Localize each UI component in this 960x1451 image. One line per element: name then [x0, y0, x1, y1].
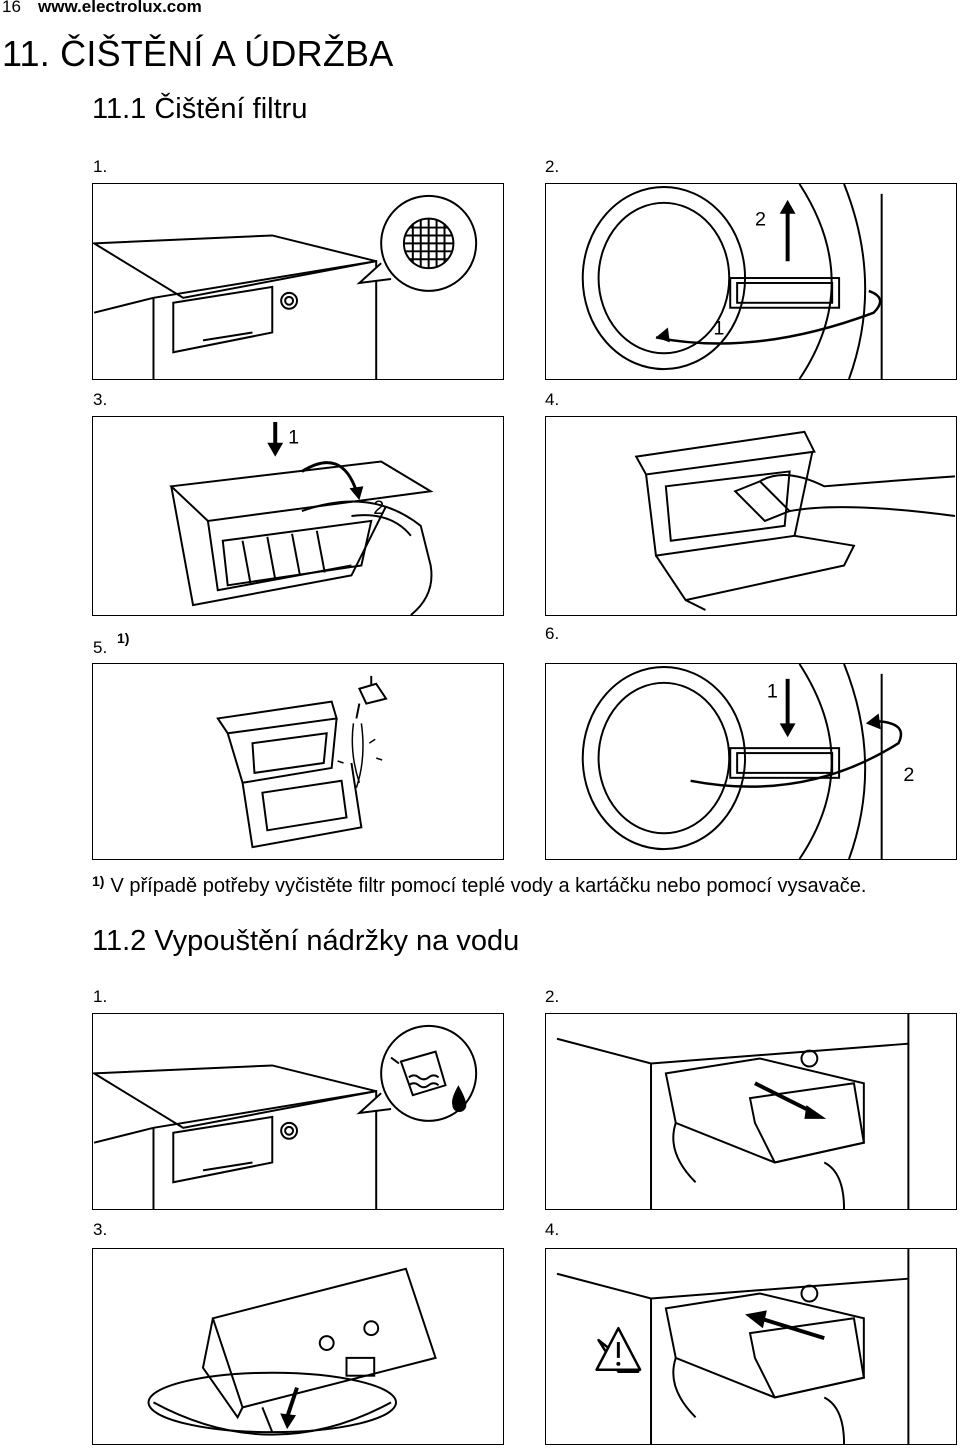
page-number: 16: [2, 0, 21, 16]
illustration-dryer-water-icon: [92, 1013, 504, 1210]
illustration-dryer-filter-icon: [92, 183, 504, 380]
illustration-remove-filter-icon: 2 1: [545, 183, 957, 380]
illustration-insert-container-icon: [545, 1248, 957, 1445]
footnote-ref: 1): [117, 630, 130, 646]
illustration-empty-container-icon: [92, 1248, 504, 1445]
callout-number: 1: [767, 681, 778, 703]
section-title: 11. ČIŠTĚNÍ A ÚDRŽBA: [2, 33, 394, 74]
step-label: 1.: [93, 987, 108, 1006]
step-label: 6.: [545, 624, 560, 643]
footnote-mark: 1): [92, 873, 105, 889]
callout-number: 1: [713, 317, 724, 339]
step-label: 2.: [545, 987, 560, 1006]
subsection-title-filter: 11.1 Čištění filtru: [92, 93, 308, 125]
footnote-text: V případě potřeby vyčistěte filtr pomocí…: [110, 875, 867, 897]
step-label: 1.: [93, 157, 108, 176]
illustration-pull-container-icon: [545, 1013, 957, 1210]
subsection-title-water: 11.2 Vypouštění nádržky na vodu: [92, 925, 520, 957]
step-label: 3.: [93, 1220, 108, 1239]
illustration-rinse-filter-icon: [92, 663, 504, 860]
illustration-open-filter-icon: 1 2: [92, 416, 504, 616]
callout-number: 2: [373, 497, 384, 519]
step-label: 5.: [93, 638, 108, 657]
footnote: 1) V případě potřeby vyčistěte filtr pomo…: [92, 873, 866, 898]
step-label: 2.: [545, 157, 560, 176]
header-url: www.electrolux.com: [38, 0, 202, 16]
illustration-inner-filter-icon: [545, 416, 957, 616]
step-label: 4.: [545, 1220, 560, 1239]
step-label: 4.: [545, 390, 560, 409]
callout-number: 2: [755, 209, 766, 231]
step-label: 3.: [93, 390, 108, 409]
callout-number: 2: [903, 764, 914, 786]
callout-number: 1: [288, 427, 299, 449]
illustration-insert-filter-icon: 1 2: [545, 663, 957, 860]
